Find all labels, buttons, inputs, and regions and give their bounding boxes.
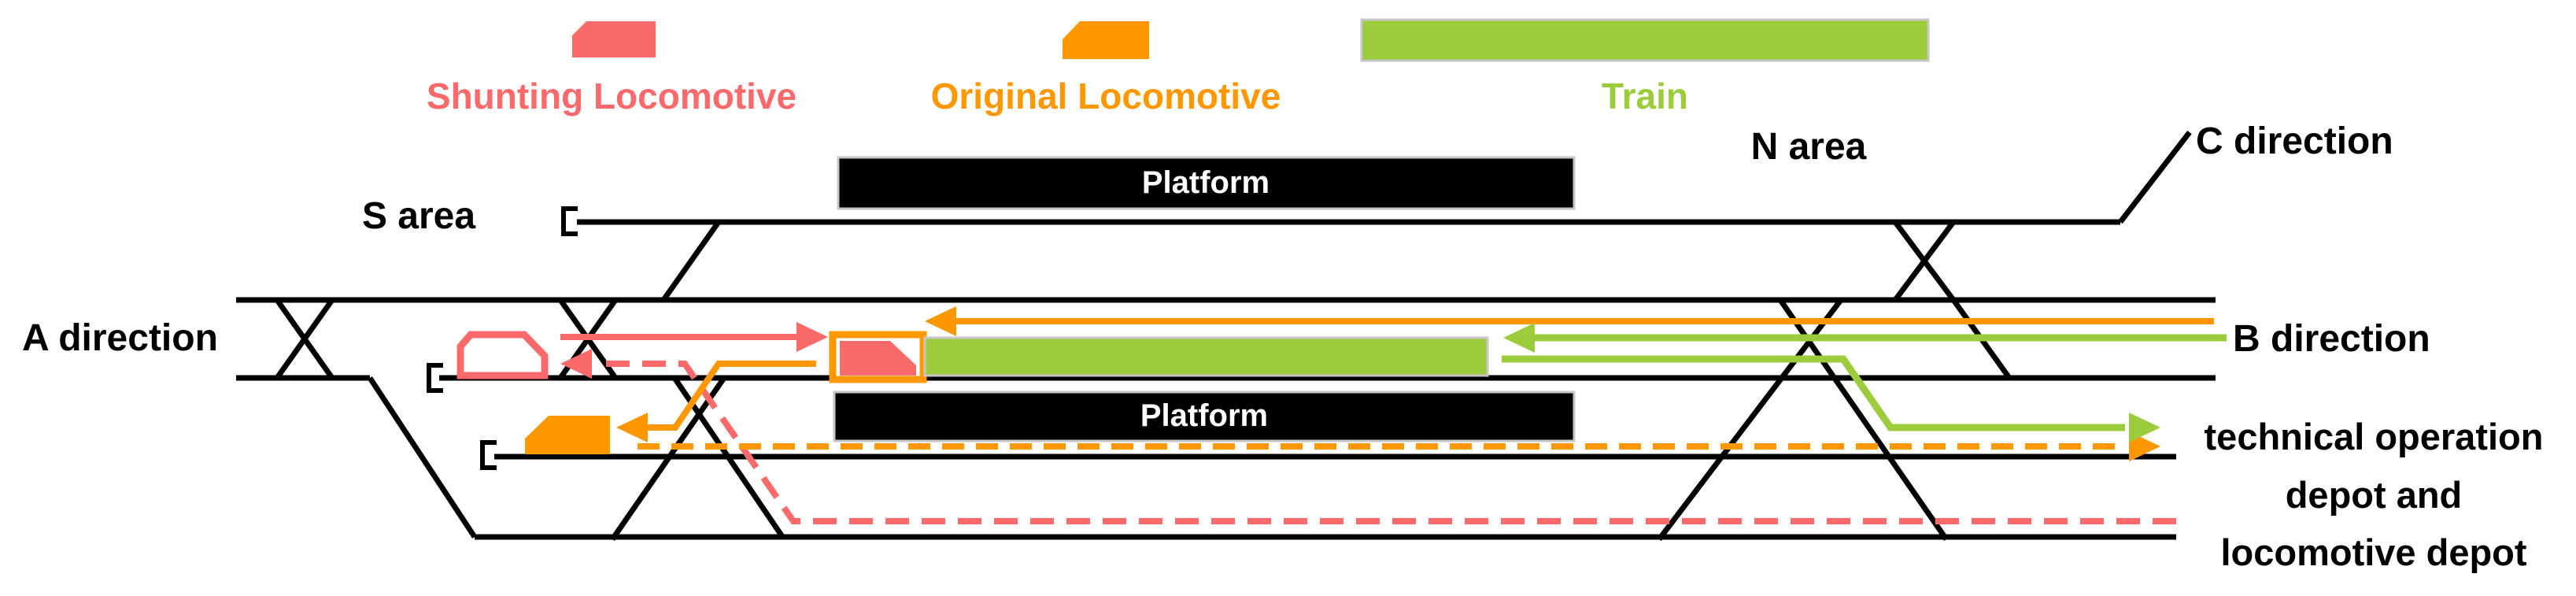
platform-upper-label: Platform — [1142, 165, 1270, 200]
orange-arrowhead-right — [2129, 431, 2160, 461]
pink-arrowhead-left — [560, 349, 592, 379]
green-arrowhead-right — [2129, 413, 2160, 442]
platforms: Platform Platform — [833, 156, 1576, 442]
buffer-stop-s-area — [561, 206, 578, 236]
orange-arrowhead-left-long — [925, 306, 956, 336]
platform-upper — [837, 156, 1576, 210]
buffer-stop-siding-track — [480, 440, 497, 470]
rolling-stock — [456, 331, 1489, 454]
shunting-locomotive-icon — [572, 21, 656, 57]
legend-label-shunting: Shunting Locomotive — [427, 76, 796, 117]
depot-label-line2: depot and — [2286, 474, 2463, 516]
platform-lower — [833, 391, 1576, 442]
orange-arrowhead-left-short — [616, 413, 648, 442]
a-direction-label: A direction — [22, 317, 218, 359]
depot-label-line3: locomotive depot — [2220, 531, 2526, 573]
platform-lower-label: Platform — [1140, 398, 1268, 433]
crossover-a-2 — [275, 298, 334, 380]
original-loco-uncouple-route — [645, 361, 816, 431]
b-direction-label: B direction — [2233, 318, 2430, 360]
buffer-stops — [427, 206, 578, 470]
original-locomotive-icon — [1063, 21, 1149, 59]
c-direction-label: C direction — [2196, 120, 2393, 162]
train-departure-route — [1502, 355, 2125, 431]
shunting-locomotive-waiting — [456, 331, 549, 379]
train-bar-icon — [1360, 18, 1930, 62]
n-area-label: N area — [1751, 126, 1867, 168]
labels: S area N area A direction B direction C … — [22, 120, 2543, 573]
shunting-loco-arrival-route — [595, 361, 2176, 524]
siding-connection — [661, 220, 721, 302]
routes — [560, 306, 2227, 524]
s-area-label: S area — [362, 195, 475, 237]
mid-crossover-2 — [610, 376, 726, 541]
legend: Shunting Locomotive Original Locomotive … — [427, 18, 1930, 117]
legend-label-train: Train — [1602, 76, 1688, 117]
depot-label-line1: technical operation — [2205, 416, 2544, 457]
original-locomotive-parked — [525, 416, 610, 454]
pink-arrowhead-right — [796, 322, 828, 352]
buffer-stop-pocket-track — [427, 363, 443, 393]
train-bar — [923, 336, 1489, 377]
c-direction-ramp — [2118, 130, 2192, 224]
shunting-locomotive-coupled — [840, 341, 916, 376]
depot-label: technical operation depot and locomotive… — [2205, 416, 2544, 573]
n-crossover-2 — [1893, 220, 1956, 302]
track-2-ramp-to-yard — [368, 376, 477, 539]
legend-label-original: Original Locomotive — [931, 76, 1281, 117]
green-arrowhead-left — [1503, 323, 1535, 353]
